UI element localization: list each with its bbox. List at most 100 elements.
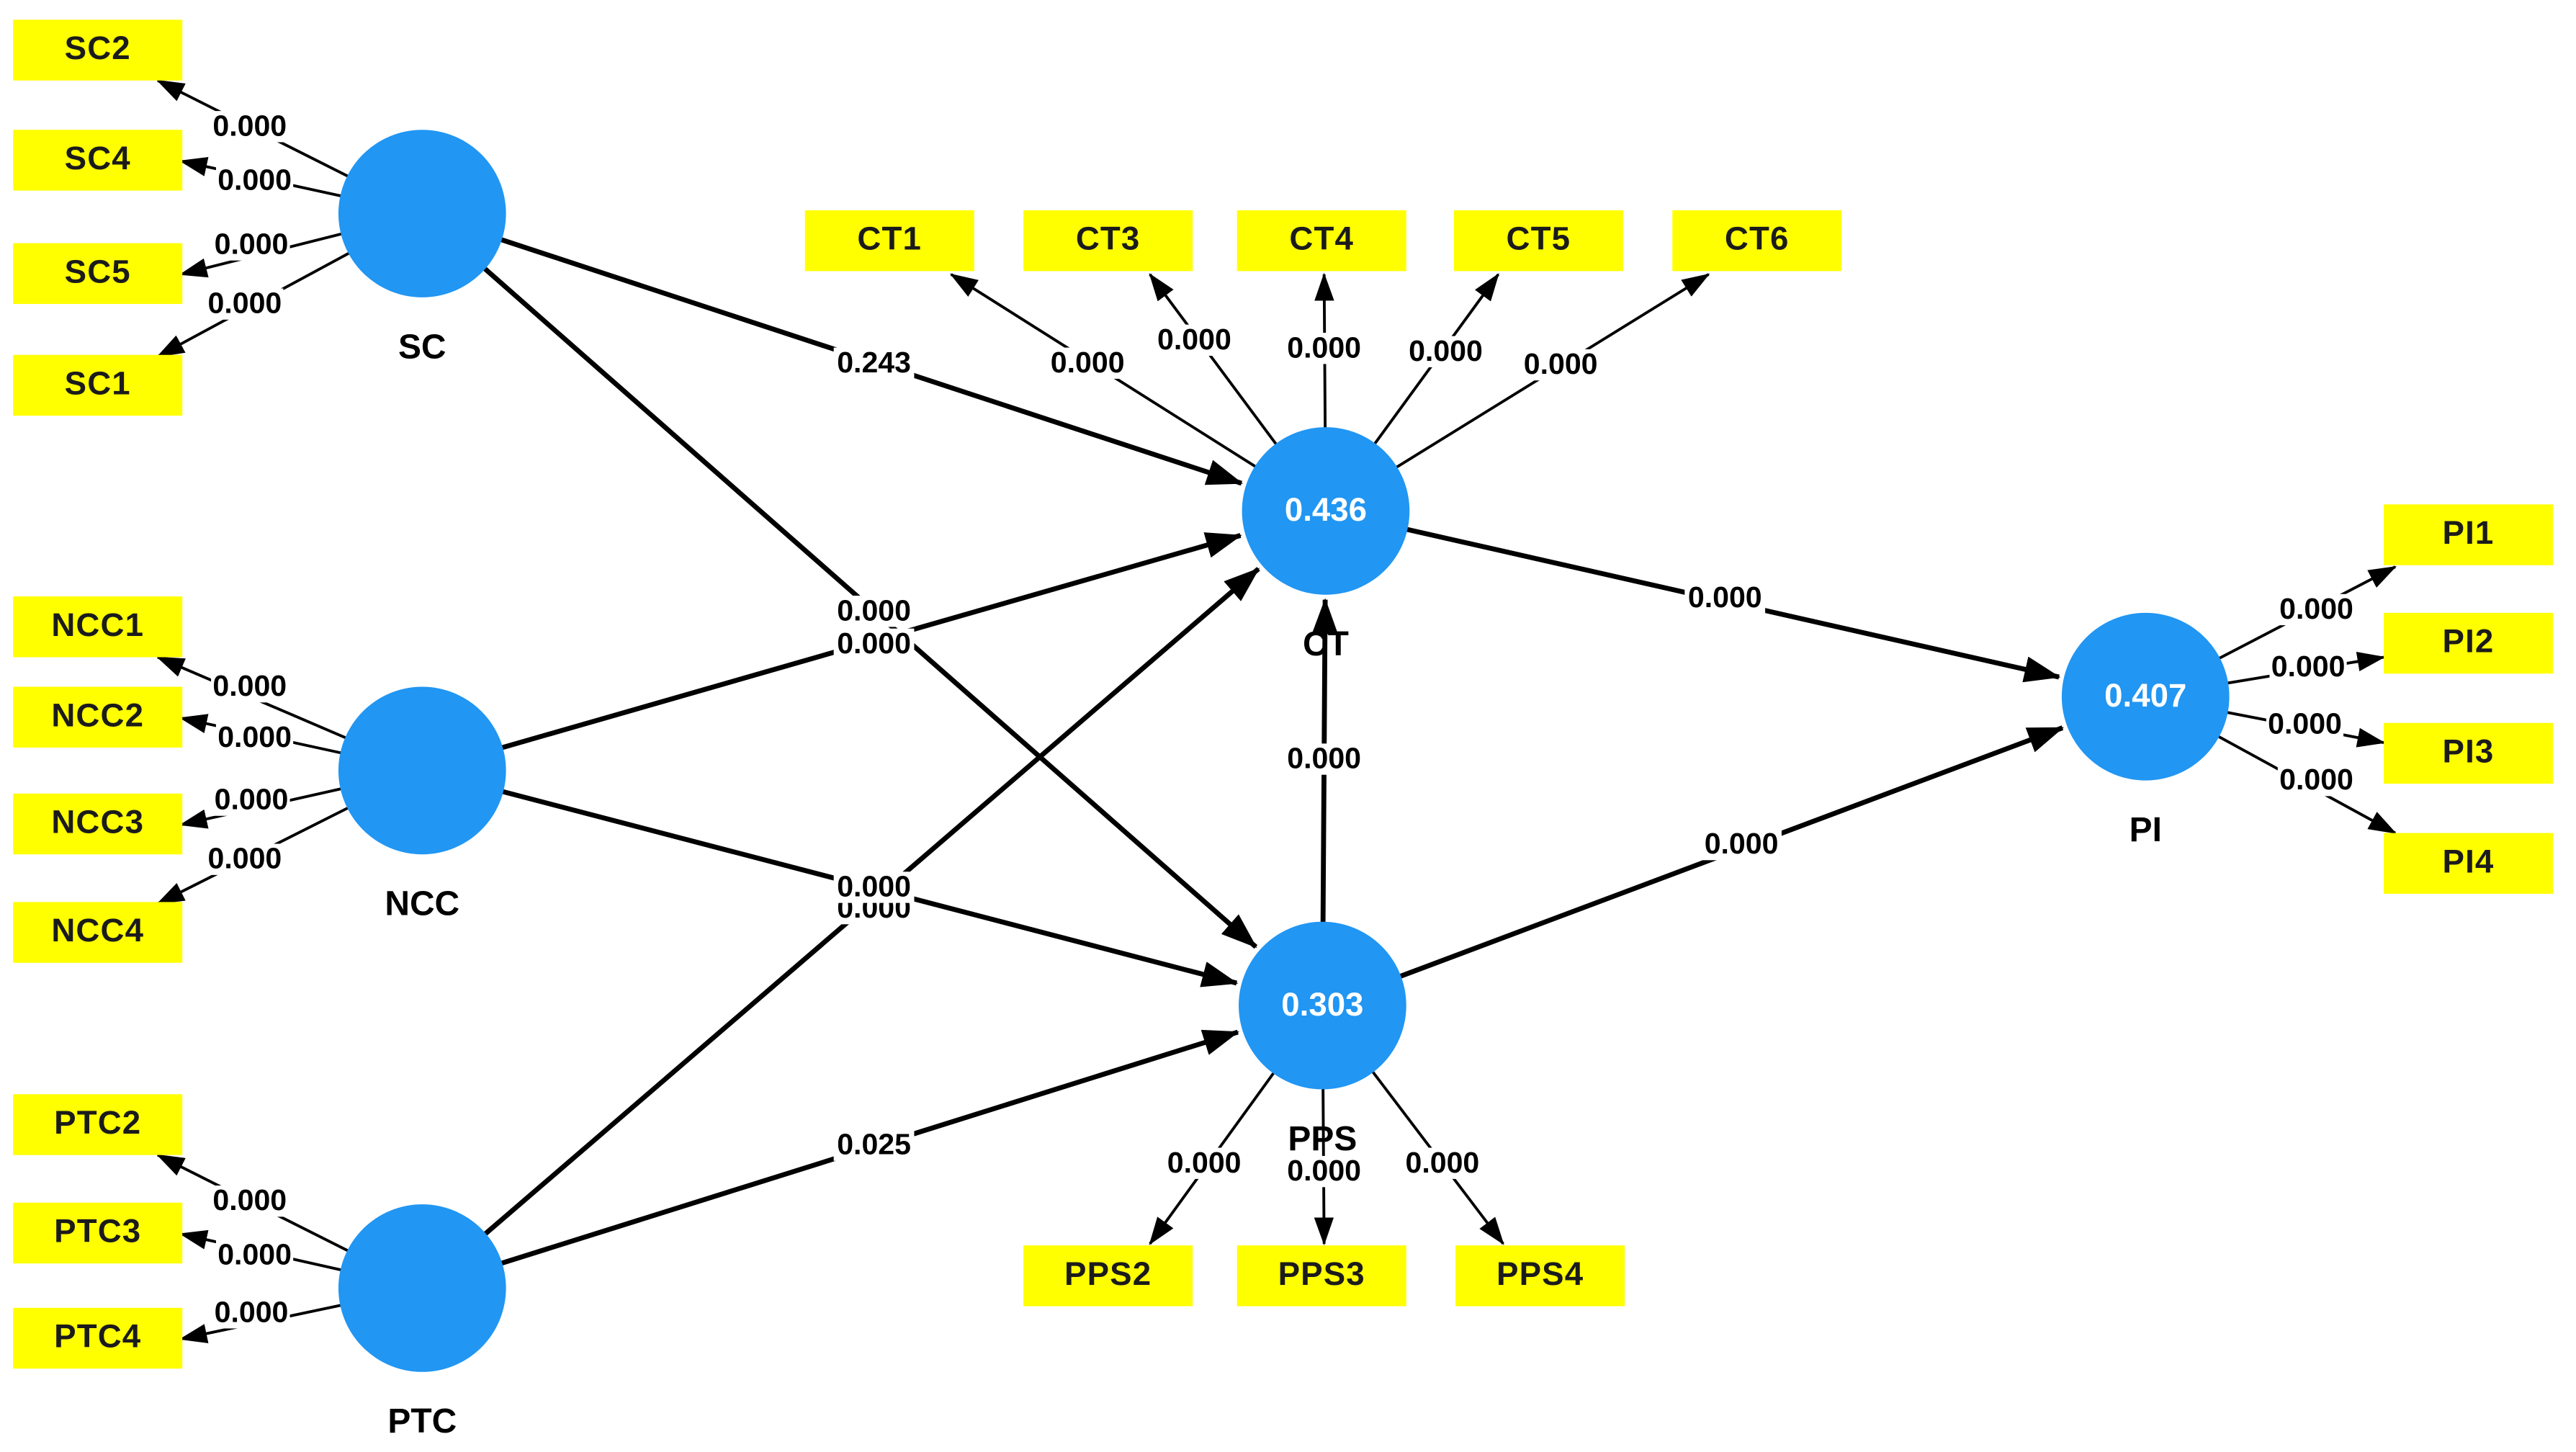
- indicator-label: PPS2: [1064, 1257, 1152, 1294]
- indicator-box-ptc2[interactable]: PTC2: [13, 1094, 183, 1155]
- indicator-label: PI1: [2442, 516, 2495, 552]
- construct-node-ct[interactable]: 0.436: [1242, 427, 1410, 595]
- indicator-label: CT6: [1724, 221, 1790, 259]
- indicator-box-ncc2[interactable]: NCC2: [13, 686, 183, 748]
- loading-label-ncc3: 0.000: [212, 784, 290, 816]
- loading-label-sc1: 0.000: [206, 288, 284, 320]
- indicator-label: CT3: [1075, 221, 1141, 259]
- indicator-label: SC5: [64, 254, 131, 291]
- loading-label-sc4: 0.000: [215, 164, 294, 197]
- construct-node-ptc[interactable]: [338, 1204, 506, 1372]
- indicator-box-pi2[interactable]: PI2: [2384, 612, 2553, 674]
- loading-label-pi3: 0.000: [2266, 709, 2344, 740]
- indicator-box-ct4[interactable]: CT4: [1237, 210, 1406, 272]
- loading-label-ct1: 0.000: [1049, 347, 1126, 379]
- path-arrow-ncc-ct[interactable]: [421, 532, 1242, 774]
- loading-label-ncc1: 0.000: [211, 671, 289, 703]
- indicator-label: PTC4: [54, 1319, 142, 1355]
- indicator-label: SC4: [64, 141, 131, 178]
- indicator-box-pps4[interactable]: PPS4: [1455, 1245, 1625, 1307]
- construct-r2-value: 0.303: [1281, 986, 1364, 1023]
- indicator-box-ct6[interactable]: CT6: [1672, 210, 1842, 272]
- loading-label-ncc2: 0.000: [215, 722, 294, 753]
- indicator-box-sc5[interactable]: SC5: [13, 243, 183, 305]
- construct-r2-value: 0.436: [1284, 492, 1368, 529]
- construct-node-pi[interactable]: 0.407: [2061, 612, 2230, 781]
- loading-label-ncc4: 0.000: [206, 843, 284, 875]
- indicator-label: PI3: [2442, 734, 2495, 771]
- construct-r2-value: 0.407: [2104, 677, 2187, 714]
- indicator-label: NCC2: [51, 698, 145, 735]
- indicator-label: SC1: [64, 366, 131, 403]
- loading-label-pi2: 0.000: [2269, 651, 2347, 683]
- path-arrow-sc-ct[interactable]: [421, 211, 1244, 486]
- indicator-box-ncc3[interactable]: NCC3: [13, 793, 183, 855]
- indicator-label: PI4: [2442, 844, 2495, 881]
- loading-label-ct3: 0.000: [1155, 324, 1234, 356]
- loading-label-pps4: 0.000: [1404, 1147, 1481, 1179]
- path-coefficient-ncc-ct: 0.000: [833, 628, 915, 660]
- indicator-box-ct5[interactable]: CT5: [1453, 210, 1623, 272]
- loading-label-ptc3: 0.000: [215, 1239, 294, 1271]
- path-coefficient-sc-ct: 0.243: [833, 347, 915, 379]
- indicator-box-ptc4[interactable]: PTC4: [13, 1307, 183, 1369]
- construct-label-sc: SC: [398, 328, 446, 367]
- indicator-box-pi1[interactable]: PI1: [2384, 504, 2553, 565]
- path-coefficient-sc-pps: 0.000: [833, 595, 915, 627]
- loading-label-pi4: 0.000: [2277, 764, 2356, 797]
- construct-label-pi: PI: [2129, 811, 2162, 850]
- path-coefficient-ct-pi: 0.000: [1684, 582, 1766, 614]
- path-arrow-ptc-pps[interactable]: [421, 1029, 1240, 1291]
- indicator-label: CT5: [1506, 221, 1571, 259]
- indicator-box-sc4[interactable]: SC4: [13, 130, 183, 191]
- indicator-label: PPS3: [1278, 1257, 1365, 1294]
- indicator-label: NCC3: [51, 805, 145, 841]
- indicator-label: PTC2: [54, 1106, 142, 1142]
- indicator-box-pps2[interactable]: PPS2: [1023, 1245, 1193, 1307]
- indicator-label: PI2: [2442, 624, 2495, 661]
- loading-label-pi1: 0.000: [2277, 593, 2356, 625]
- indicator-label: NCC4: [51, 913, 145, 950]
- path-arrow-pps-pi[interactable]: [1321, 725, 2065, 1008]
- indicator-label: NCC1: [51, 608, 145, 645]
- construct-label-ct: CT: [1302, 626, 1349, 664]
- construct-label-ptc: PTC: [387, 1403, 457, 1441]
- indicator-box-sc1[interactable]: SC1: [13, 354, 183, 416]
- indicator-box-ptc3[interactable]: PTC3: [13, 1202, 183, 1264]
- indicator-box-pi3[interactable]: PI3: [2384, 722, 2553, 784]
- path-coefficient-pps-ct: 0.000: [1283, 743, 1365, 775]
- indicator-box-pi4[interactable]: PI4: [2384, 833, 2553, 894]
- loading-label-ct4: 0.000: [1285, 332, 1363, 364]
- indicator-box-pps3[interactable]: PPS3: [1237, 1245, 1406, 1307]
- construct-node-sc[interactable]: [338, 130, 506, 297]
- loading-label-ct5: 0.000: [1406, 336, 1485, 367]
- loading-label-pps3: 0.000: [1285, 1155, 1363, 1188]
- indicator-box-ncc1[interactable]: NCC1: [13, 596, 183, 658]
- loading-label-ct6: 0.000: [1522, 349, 1599, 380]
- indicator-label: PPS4: [1496, 1257, 1584, 1294]
- path-coefficient-pps-pi: 0.000: [1701, 828, 1782, 861]
- indicator-label: CT4: [1289, 221, 1355, 259]
- path-arrow-ptc-ct[interactable]: [421, 567, 1260, 1291]
- indicator-box-ct1[interactable]: CT1: [804, 210, 974, 272]
- indicator-label: CT1: [857, 221, 923, 259]
- indicator-box-ct3[interactable]: CT3: [1023, 210, 1193, 272]
- path-arrow-ncc-pps[interactable]: [421, 768, 1239, 987]
- indicator-label: PTC3: [54, 1214, 142, 1250]
- indicator-label: SC2: [64, 31, 131, 68]
- loading-label-sc2: 0.000: [211, 110, 289, 143]
- loading-label-pps2: 0.000: [1165, 1147, 1243, 1179]
- construct-label-ncc: NCC: [385, 885, 460, 924]
- construct-label-pps: PPS: [1288, 1120, 1357, 1159]
- indicator-box-sc2[interactable]: SC2: [13, 19, 183, 81]
- indicator-box-ncc4[interactable]: NCC4: [13, 902, 183, 963]
- construct-node-ncc[interactable]: [338, 686, 506, 855]
- path-coefficient-ncc-pps: 0.000: [833, 871, 915, 903]
- loading-label-ptc4: 0.000: [212, 1296, 290, 1329]
- construct-node-pps[interactable]: 0.303: [1239, 921, 1406, 1090]
- path-coefficient-ptc-pps: 0.025: [833, 1129, 915, 1161]
- path-arrow-sc-pps[interactable]: [421, 211, 1258, 949]
- loading-label-ptc2: 0.000: [211, 1185, 289, 1217]
